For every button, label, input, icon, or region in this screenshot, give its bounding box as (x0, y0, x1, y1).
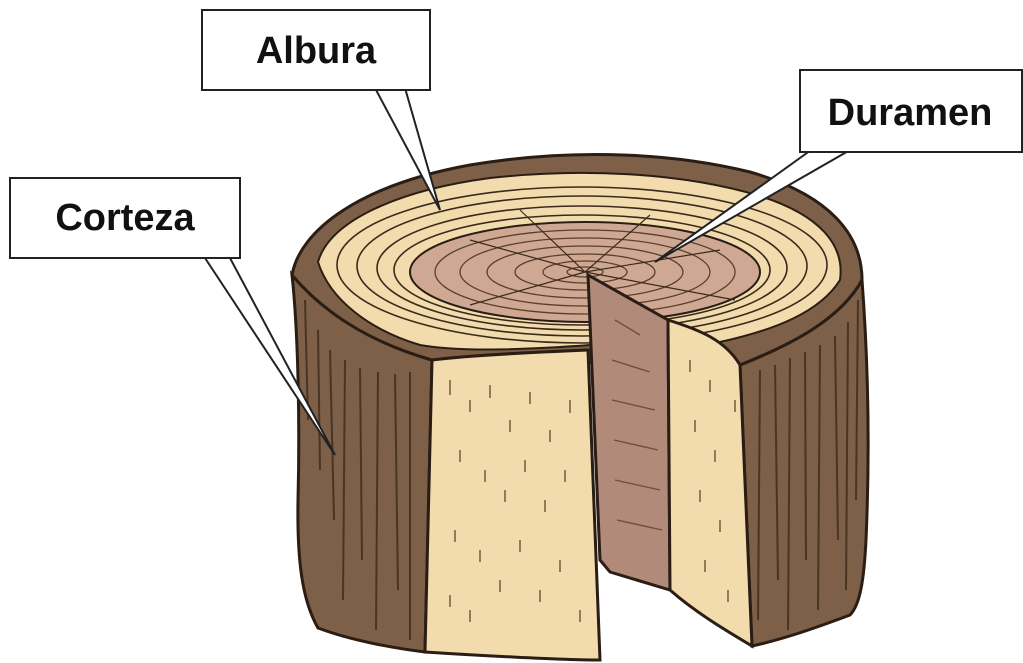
sapwood-cut-left (425, 350, 600, 660)
label-corteza: Corteza (10, 178, 240, 258)
trunk-illustration (292, 155, 868, 660)
label-duramen-text: Duramen (828, 92, 993, 134)
heartwood-cut-face (588, 275, 670, 590)
label-albura: Albura (202, 10, 430, 90)
sapwood-cut-right (668, 320, 752, 646)
label-corteza-text: Corteza (55, 197, 195, 239)
label-albura-text: Albura (256, 30, 377, 72)
label-duramen: Duramen (800, 70, 1022, 152)
